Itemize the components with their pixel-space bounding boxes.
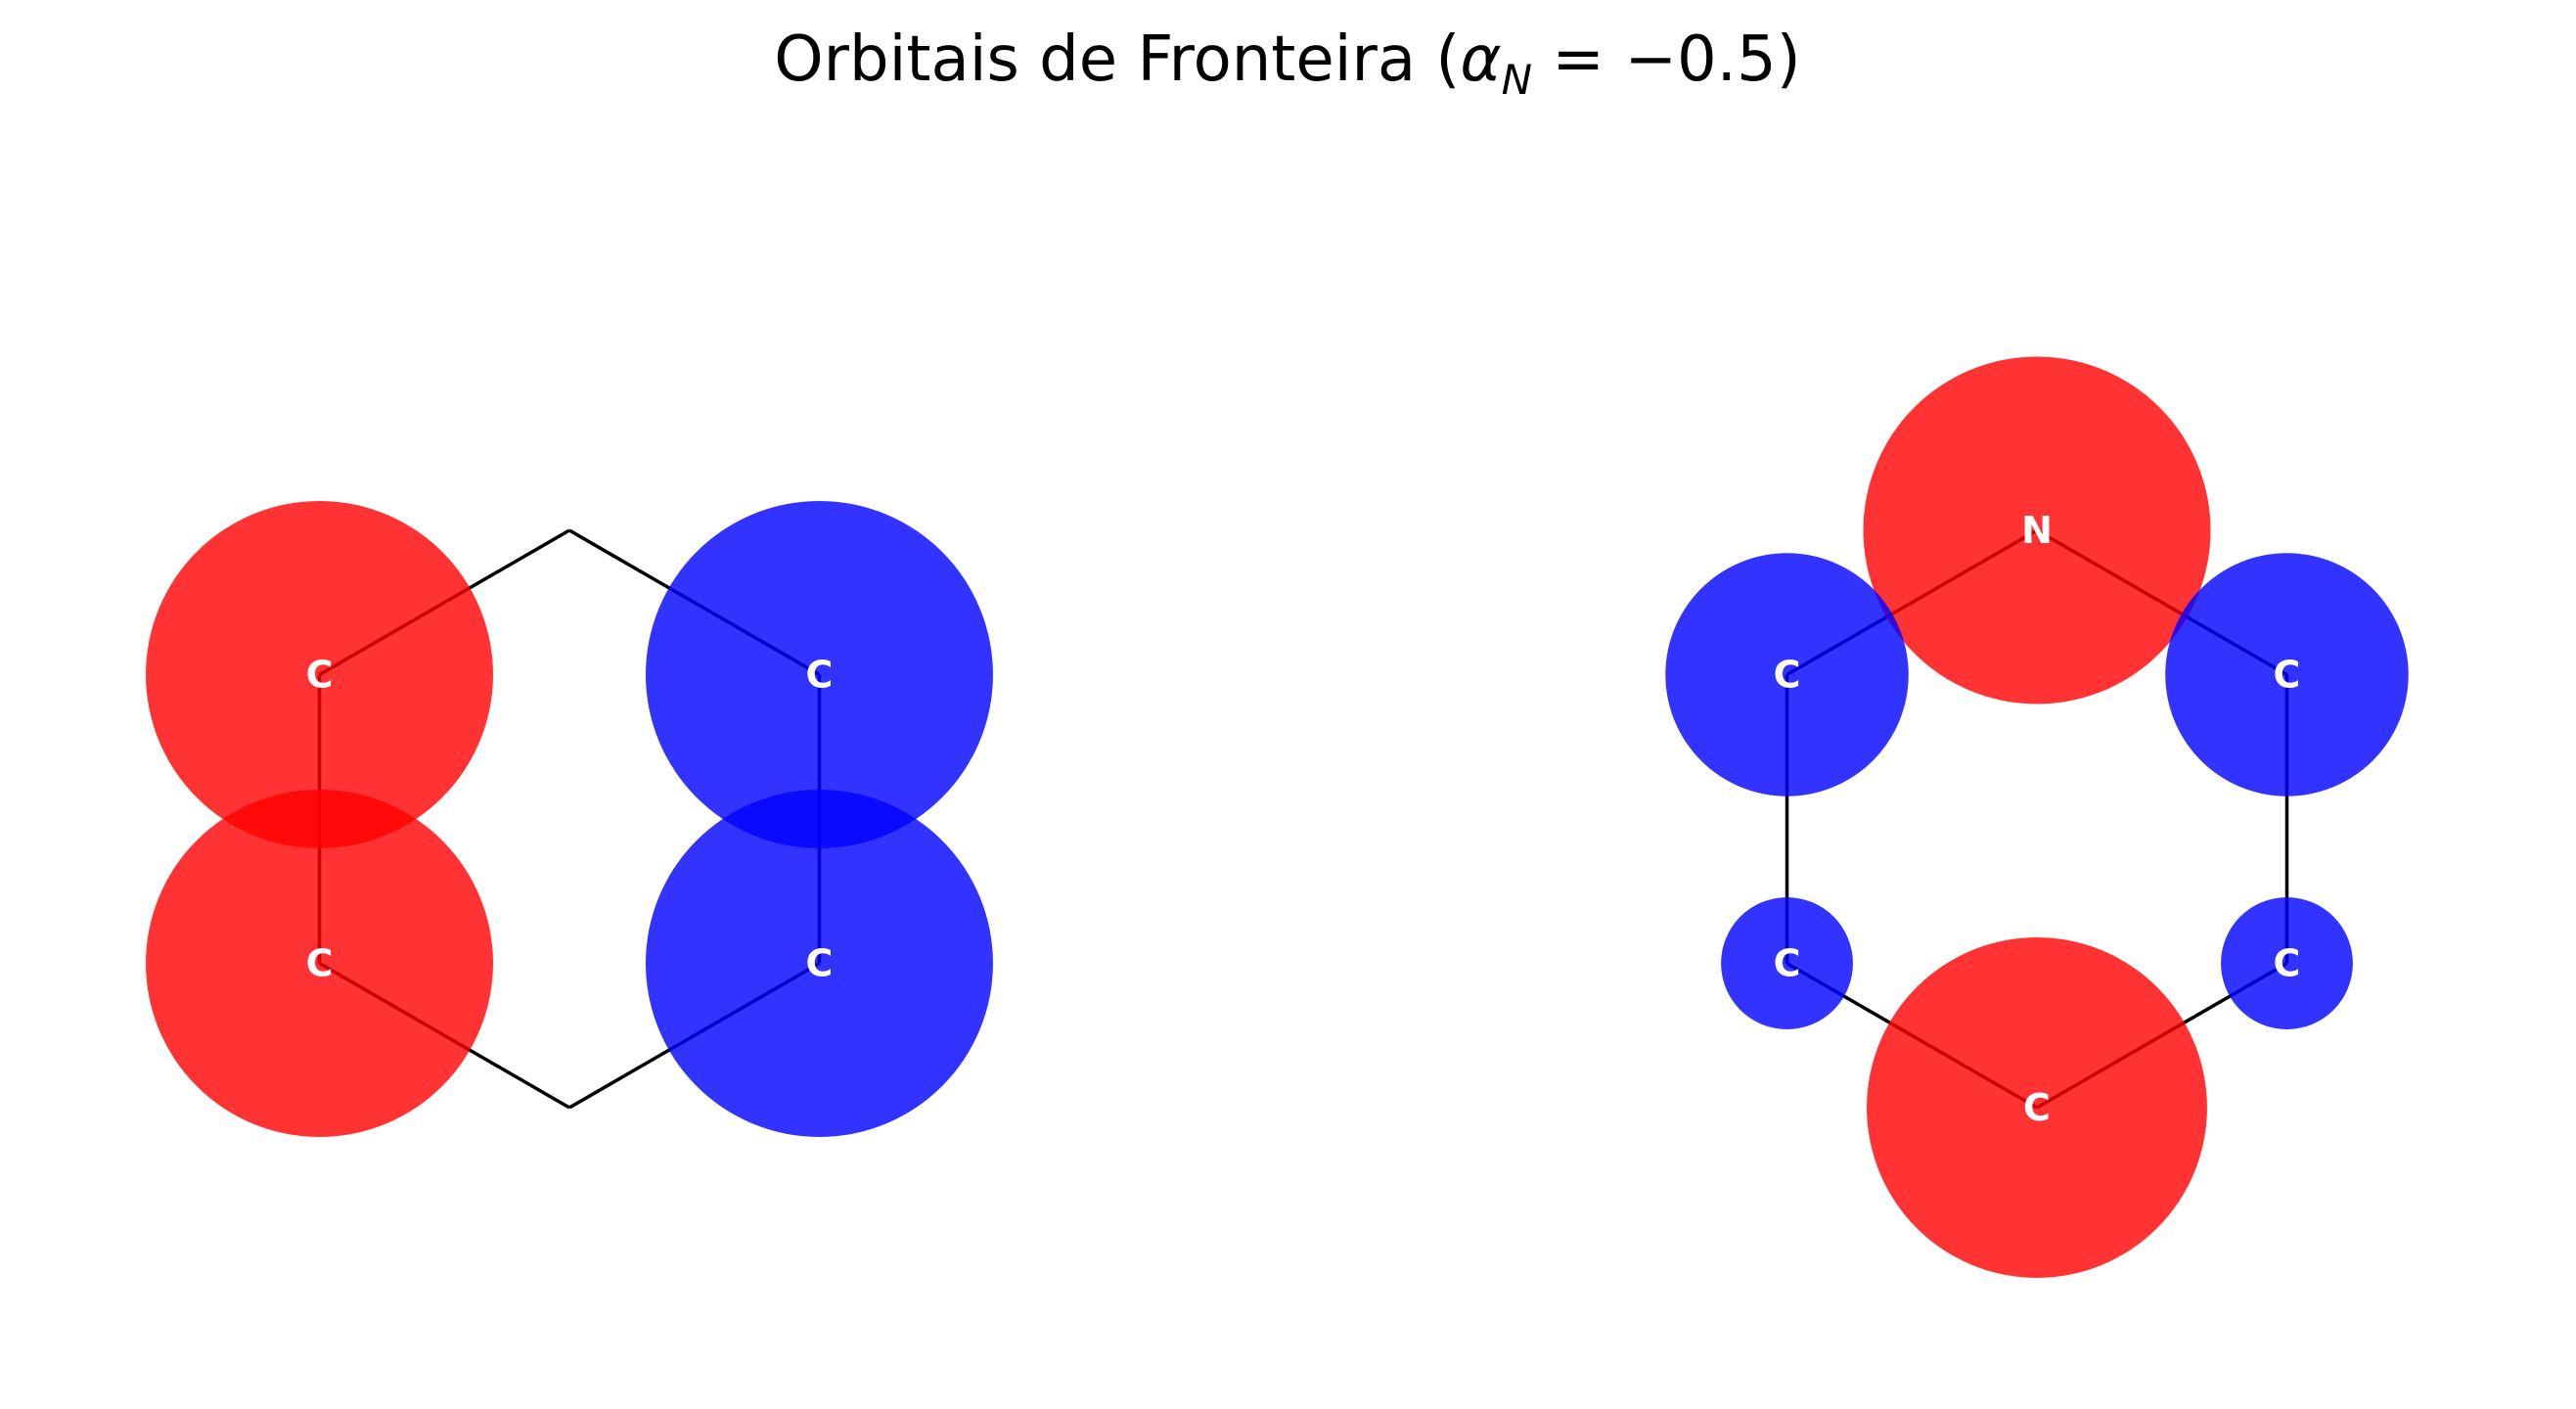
positive-orbital-lobe: [146, 501, 494, 848]
figure-title: Orbitais de Fronteira (αN = −0.5): [774, 23, 1800, 104]
atom-label: C: [806, 942, 834, 985]
positive-orbital-lobe: [1867, 937, 2207, 1278]
negative-orbital-lobe: [645, 501, 993, 848]
atom-label: C: [1774, 654, 1801, 697]
negative-orbital-lobe: [2165, 553, 2409, 796]
negative-orbital-lobe: [1721, 897, 1853, 1029]
atom-label: C: [2023, 1086, 2051, 1129]
title-alpha: α: [1460, 23, 1501, 96]
homo-panel: C C C C: [146, 501, 993, 1137]
negative-orbital-lobe: [1665, 553, 1909, 796]
atom-label: C: [806, 654, 834, 697]
atom-label: C: [306, 942, 334, 985]
negative-orbital-lobe: [645, 790, 993, 1137]
atom-label: C: [2274, 942, 2301, 985]
atom-label: C: [306, 654, 334, 697]
atom-label: N: [2021, 509, 2053, 552]
positive-orbital-lobe: [1863, 356, 2211, 704]
title-suffix: = −0.5): [1532, 23, 1801, 96]
atom-label: C: [2274, 654, 2301, 697]
atom-label: C: [1774, 942, 1801, 985]
positive-orbital-lobe: [146, 790, 494, 1137]
title-prefix: Orbitais de Fronteira (: [774, 23, 1460, 96]
title-subscript: N: [1502, 56, 1532, 104]
lumo-panel: N C C C C C: [1665, 356, 2409, 1278]
negative-orbital-lobe: [2221, 897, 2353, 1029]
